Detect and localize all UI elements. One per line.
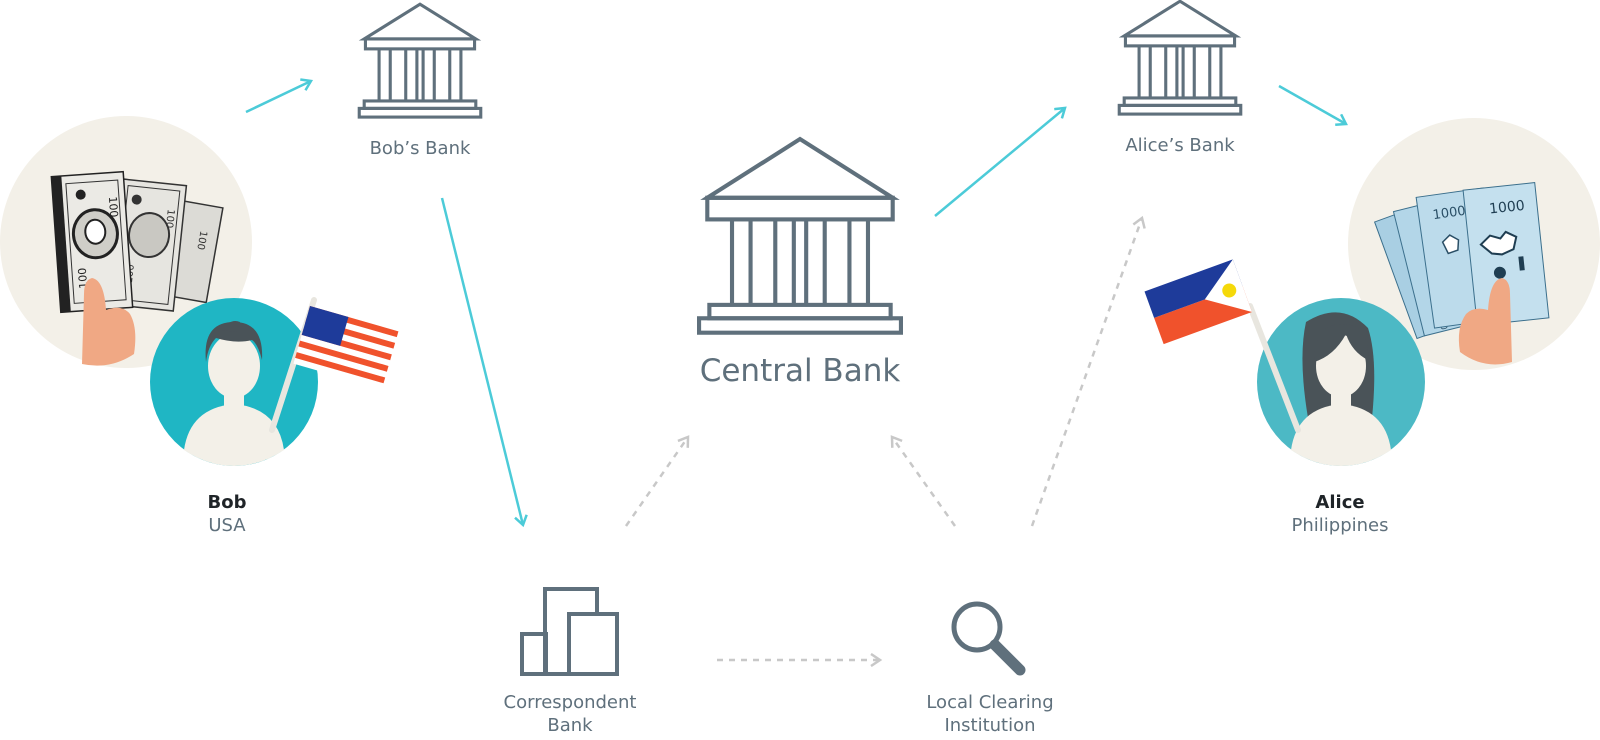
alice-name: Alice <box>1315 492 1365 513</box>
alices-bank-icon <box>1117 0 1243 116</box>
central-bank-icon <box>697 136 903 335</box>
alice-caption: Alice Philippines <box>1250 491 1430 537</box>
flow-arrows <box>245 81 1346 660</box>
alices-bank-label: Alice’s Bank <box>1125 135 1235 156</box>
arrow-bob-to-bobs-bank <box>245 81 311 114</box>
svg-text:1000: 1000 <box>1432 204 1467 223</box>
bob-illustration: 100 100 100 100 100 <box>0 116 399 466</box>
philippines-flag-icon <box>1144 259 1301 433</box>
local-clearing-label-line1: Local Clearing <box>926 692 1054 713</box>
central-bank-label: Central Bank <box>699 353 901 389</box>
arrow-alices-bank-to-alice <box>1278 84 1346 124</box>
svg-text:100: 100 <box>194 230 208 251</box>
correspondent-bank-label-line1: Correspondent <box>503 692 637 713</box>
local-clearing-label: Local Clearing Institution <box>890 691 1090 737</box>
arrow-central-to-alices-bank <box>934 108 1065 217</box>
arrow-bobs-bank-to-correspondent <box>440 197 523 525</box>
peso-bills-icon: 1000 1000 1000 1000 <box>1373 182 1550 365</box>
office-buildings-icon <box>520 587 619 676</box>
arrow-clearing-to-alices-bank <box>1030 218 1142 527</box>
magnifier-icon <box>951 601 1026 676</box>
alice-hand <box>1458 278 1512 365</box>
arrow-correspondent-to-central <box>624 437 688 527</box>
bob-hand <box>82 278 136 366</box>
bob-name: Bob <box>207 492 247 513</box>
correspondent-bank-label-line2: Bank <box>547 715 593 736</box>
bobs-bank-icon <box>357 2 483 119</box>
svg-text:100: 100 <box>106 196 120 218</box>
local-clearing-label-line2: Institution <box>944 715 1036 736</box>
correspondent-bank-label: Correspondent Bank <box>470 691 670 737</box>
bob-person-icon <box>184 321 284 466</box>
alice-illustration: 1000 1000 1000 1000 <box>1144 118 1600 466</box>
alice-country: Philippines <box>1291 515 1389 536</box>
usa-flag-icon <box>269 297 399 433</box>
bob-caption: Bob USA <box>147 491 307 537</box>
svg-text:1000: 1000 <box>1488 198 1525 218</box>
alice-person-icon <box>1291 312 1391 466</box>
svg-text:100: 100 <box>163 209 176 229</box>
bob-country: USA <box>208 515 246 536</box>
arrow-clearing-to-central <box>892 437 957 527</box>
bobs-bank-label: Bob’s Bank <box>369 138 471 159</box>
dollar-bills-icon: 100 100 100 100 100 <box>50 170 224 366</box>
